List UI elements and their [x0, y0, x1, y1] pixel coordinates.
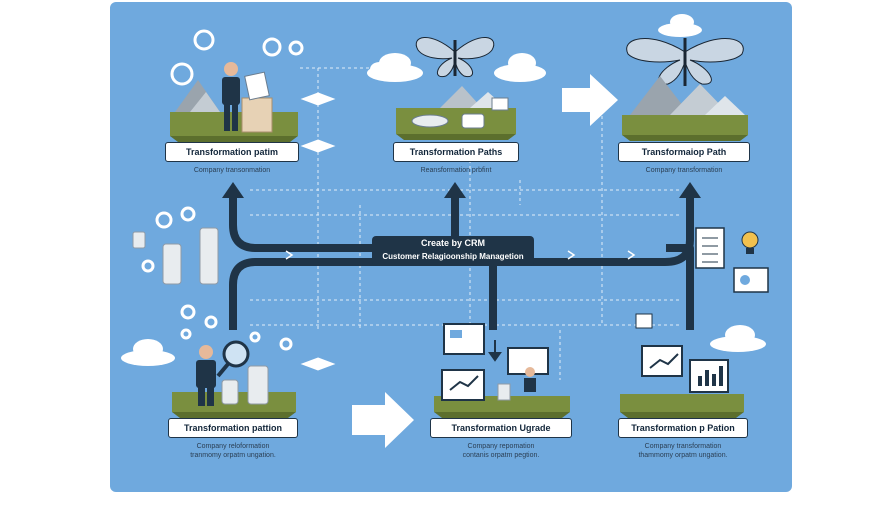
white-arrow-icon — [352, 392, 414, 448]
white-arrow-icon — [562, 74, 618, 126]
person-icon — [524, 367, 536, 392]
stage-label-top-right: Transformaiop Path — [618, 142, 750, 162]
gear-icon — [141, 206, 293, 351]
stage-label-top-middle: Transformation Paths — [393, 142, 519, 162]
stage-desc-bottom-middle-1: Company repomation — [467, 443, 535, 450]
dashed-guides — [250, 67, 680, 380]
scene-bottom-left — [172, 340, 296, 418]
cloud-icon — [494, 53, 546, 82]
scene-top-middle — [396, 86, 516, 140]
coin-stack-icon — [132, 227, 219, 285]
stage-label-bottom-middle: Transformation Ugrade — [430, 418, 572, 438]
stage-desc-bottom-left-2: tranmomy orpatm ungation. — [190, 452, 276, 459]
arrow-head-up-mid — [444, 182, 466, 198]
stage-desc-top-left: Company transonmation — [193, 167, 271, 174]
stage-label-bottom-right: Transformation p Pation — [618, 418, 748, 438]
monitor-icon — [635, 313, 653, 329]
stage-desc-top-middle: Reansformation prbfint — [420, 167, 492, 174]
stage-label-bottom-left: Transformation pattion — [168, 418, 298, 438]
center-subtitle: Customer Relagioonship Managetion — [382, 252, 524, 261]
center-title: Create by CRM — [420, 238, 485, 248]
cloud-icon — [710, 325, 766, 352]
butterfly-icon — [415, 37, 495, 78]
person-icon — [222, 62, 240, 131]
monitor-icon — [641, 345, 729, 393]
checklist-icon — [695, 227, 725, 269]
person-icon — [196, 345, 216, 406]
coin-stack-icon — [221, 365, 269, 405]
arrow-head-up-left — [222, 182, 244, 198]
magnifier-icon — [216, 340, 250, 378]
down-arrow-small — [488, 340, 502, 362]
stage-desc-top-right: Company transformation — [645, 167, 723, 174]
cloud-icon — [658, 14, 702, 37]
line-markers — [285, 250, 636, 260]
lightbulb-icon — [741, 231, 759, 254]
scene-bottom-middle — [434, 323, 570, 418]
scene-top-right — [622, 76, 748, 141]
cloud-icon — [121, 339, 175, 366]
chart-icon — [733, 267, 769, 293]
arrow-heads — [222, 182, 701, 198]
stage-desc-bottom-right-2: thammomy orpatm ungation. — [638, 452, 728, 459]
scene-bottom-right — [620, 345, 744, 418]
center-label-box — [372, 236, 534, 266]
stage-desc-bottom-left-1: Company reloformation — [196, 443, 270, 450]
monitor-icon — [441, 323, 549, 401]
stage-desc-bottom-middle-2: contanis orpatm pegtion. — [462, 452, 540, 459]
arrow-head-up-right — [679, 182, 701, 198]
stage-label-top-left: Transformation patim — [165, 142, 299, 162]
cloud-icon — [367, 53, 423, 82]
scene-top-left — [170, 29, 304, 142]
gear-icon — [170, 29, 304, 86]
diamond-connectors — [300, 92, 336, 371]
stage-desc-bottom-right-1: Company transformation — [644, 443, 722, 450]
butterfly-icon — [626, 38, 744, 86]
